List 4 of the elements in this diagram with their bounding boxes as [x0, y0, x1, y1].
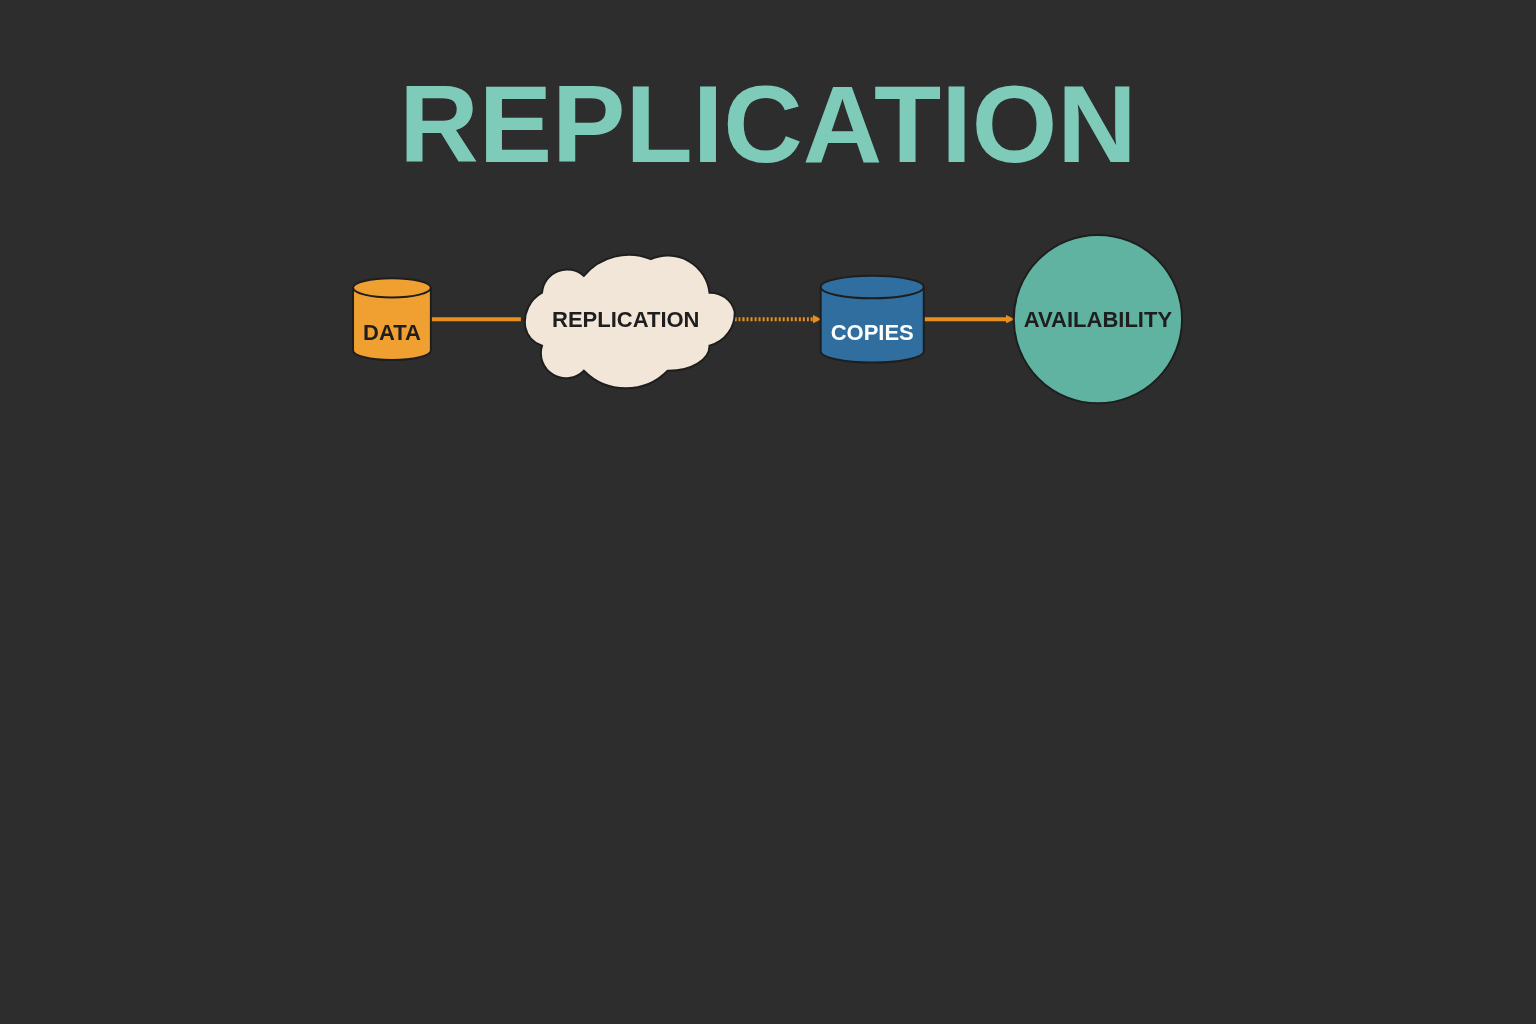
node-circle: AVAILABILITY: [1013, 234, 1184, 405]
arrow: [924, 314, 1015, 324]
diagram-title: REPLICATION: [398, 61, 1138, 187]
connector: [431, 317, 522, 322]
